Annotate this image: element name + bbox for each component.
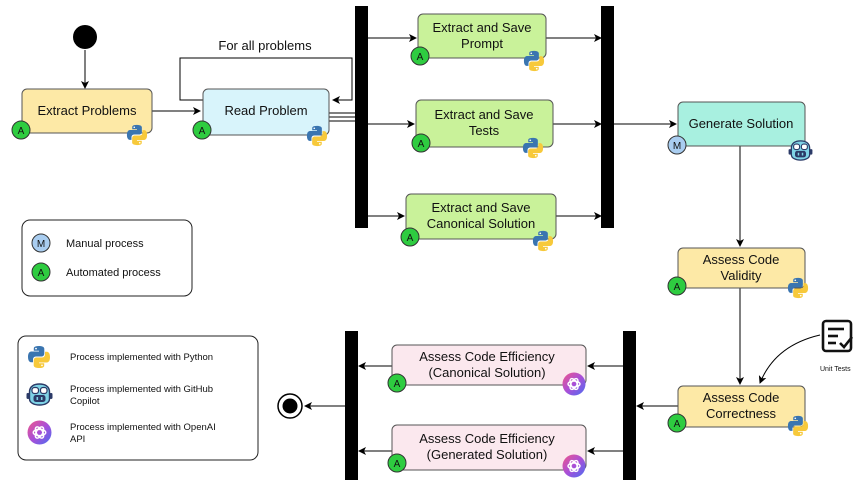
node-box <box>391 424 587 471</box>
legend-automated-label: Automated process <box>66 267 161 279</box>
automated-badge <box>411 133 431 153</box>
loop-label: For all problems <box>218 38 312 53</box>
badge-letter: A <box>394 459 401 470</box>
node-generate-solution[interactable]: Generate Solution M <box>667 101 814 161</box>
node-label-line2: (Canonical Solution) <box>428 365 545 380</box>
legend-openai-label-line2: API <box>70 434 85 445</box>
automated-badge <box>410 46 430 66</box>
node-box <box>21 88 153 134</box>
node-box <box>405 193 557 240</box>
badge-letter: A <box>199 126 206 137</box>
node-label-line1: Assess Code Efficiency <box>419 349 555 364</box>
badge-letter: M <box>673 141 681 152</box>
node-assess-validity[interactable]: Assess Code Validity A <box>667 247 809 299</box>
automated-badge <box>667 276 687 296</box>
unit-tests-label: Unit Tests <box>820 366 851 373</box>
legend-process-type: M Manual process A Automated process <box>21 219 193 297</box>
end-node <box>277 393 303 419</box>
node-box <box>677 247 806 289</box>
manual-badge <box>31 233 51 253</box>
fork-bar-efficiency <box>623 331 636 480</box>
node-label-line1: Assess Code <box>703 252 780 267</box>
copilot-icon <box>25 383 54 406</box>
legend-python-label: Process implemented with Python <box>70 352 213 363</box>
legend-box <box>21 219 193 297</box>
badge-letter: M <box>37 239 45 250</box>
manual-badge <box>667 135 687 155</box>
node-label-line2: (Generated Solution) <box>427 447 548 462</box>
badge-letter: A <box>674 282 681 293</box>
automated-badge <box>11 120 31 140</box>
copilot-icon <box>787 140 814 161</box>
automated-badge <box>192 120 212 140</box>
node-label-line1: Extract and Save <box>435 107 534 122</box>
start-node <box>73 25 97 49</box>
node-label-line1: Assess Code Efficiency <box>419 431 555 446</box>
badge-letter: A <box>417 52 424 63</box>
legend-copilot-label-line1: Process implemented with GitHub <box>70 384 213 395</box>
connectors <box>81 34 821 455</box>
node-box <box>677 101 806 147</box>
node-label-line2: Tests <box>469 123 500 138</box>
node-assess-correctness[interactable]: Assess Code Correctness A <box>667 385 809 437</box>
automated-badge <box>31 262 51 282</box>
openai-icon <box>27 420 52 445</box>
badge-letter: A <box>407 233 414 244</box>
node-extract-canonical[interactable]: Extract and Save Canonical Solution A <box>400 193 557 252</box>
badge-letter: A <box>418 139 425 150</box>
legend-copilot-label-line2: Copilot <box>70 396 100 407</box>
legend-openai-label-line1: Process implemented with OpenAI <box>70 422 216 433</box>
node-label-line2: Prompt <box>461 36 503 51</box>
node-read-problem[interactable]: Read Problem A <box>192 88 330 147</box>
node-efficiency-generated[interactable]: Assess Code Efficiency (Generated Soluti… <box>387 424 587 478</box>
join-bar <box>601 6 614 228</box>
legend-box <box>17 335 259 461</box>
node-box <box>677 385 806 428</box>
node-extract-tests[interactable]: Extract and Save Tests A <box>411 99 554 159</box>
node-label: Extract Problems <box>38 103 137 118</box>
node-label-line1: Extract and Save <box>433 20 532 35</box>
badge-letter: A <box>394 379 401 390</box>
legend-tools: Process implemented with Python Process … <box>17 335 259 461</box>
automated-badge <box>667 413 687 433</box>
legend-manual-label: Manual process <box>66 238 144 250</box>
node-box <box>417 13 547 59</box>
openai-icon <box>562 454 586 478</box>
node-label-line2: Validity <box>721 268 762 283</box>
node-box <box>202 88 330 136</box>
automated-badge <box>387 373 407 393</box>
join-bar-efficiency <box>345 331 358 480</box>
node-label-line1: Extract and Save <box>432 200 531 215</box>
node-label: Generate Solution <box>689 116 794 131</box>
unit-tests-source: Unit Tests <box>820 319 854 373</box>
node-extract-prompt[interactable]: Extract and Save Prompt A <box>410 13 547 72</box>
node-label-line2: Correctness <box>706 406 777 421</box>
openai-icon <box>562 372 586 396</box>
badge-letter: A <box>38 268 45 279</box>
automated-badge <box>400 227 420 247</box>
unit-tests-icon <box>821 319 854 353</box>
badge-letter: A <box>674 419 681 430</box>
node-efficiency-canonical[interactable]: Assess Code Efficiency (Canonical Soluti… <box>387 344 587 396</box>
node-label: Read Problem <box>224 103 307 118</box>
badge-letter: A <box>18 126 25 137</box>
node-extract-problems[interactable]: Extract Problems A <box>11 88 153 146</box>
automated-badge <box>387 453 407 473</box>
node-box <box>391 344 587 386</box>
node-box <box>415 99 554 148</box>
node-label-line1: Assess Code <box>703 390 780 405</box>
fork-bar <box>355 6 368 228</box>
node-label-line2: Canonical Solution <box>427 216 535 231</box>
